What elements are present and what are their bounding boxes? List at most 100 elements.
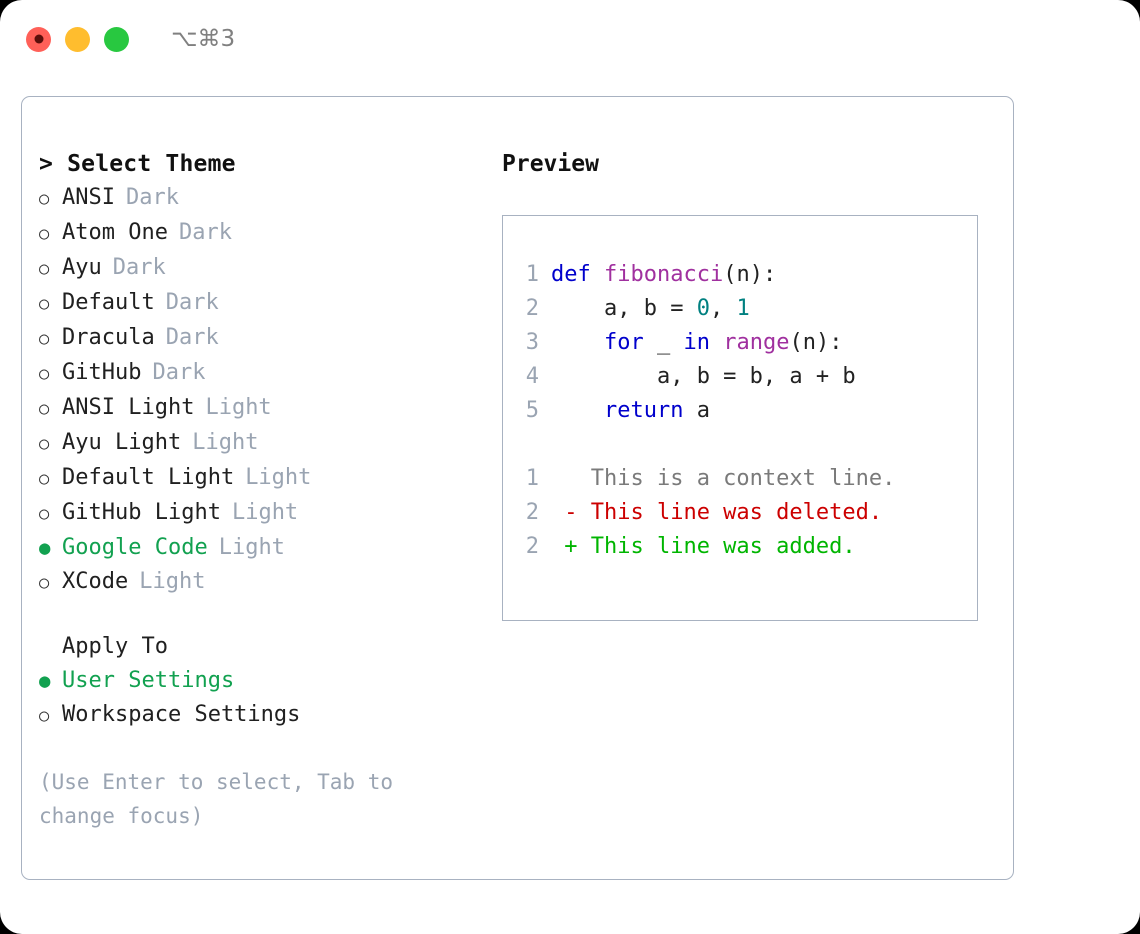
apply-to-option-label: User Settings [62,668,235,693]
token-pl: , [709,296,737,321]
code-line: 1 def fibonacci(n): [503,258,977,292]
radio-unselected-icon[interactable]: ○ [39,224,50,244]
apply-to-option-workspace-settings[interactable]: ○ Workspace Settings [39,698,502,733]
window-controls [26,26,129,52]
section-spacer [39,600,502,630]
theme-option-ansi-light[interactable]: ○ ANSI Light Light [39,391,502,426]
line-number: 1 [525,466,539,491]
radio-unselected-icon[interactable]: ○ [39,364,50,384]
token-pl: _ [643,330,684,355]
theme-option-default[interactable]: ○ Default Dark [39,286,502,321]
diff-text: - This line was deleted. [551,496,882,530]
keyboard-shortcut-label: ⌥⌘3 [171,26,236,52]
theme-option-label: ANSI [62,185,115,210]
theme-option-google-code[interactable]: ● Google Code Light [39,531,502,565]
line-number: 2 [525,296,539,321]
theme-option-variant: Dark [178,220,232,245]
code-line: 5 return a [503,394,977,428]
radio-unselected-icon[interactable]: ○ [39,329,50,349]
radio-unselected-icon[interactable]: ○ [39,469,50,489]
diff-sample: 1 This is a context line.2 - This line w… [503,462,977,564]
token-kw: for [603,330,644,355]
theme-option-variant: Light [218,535,285,560]
theme-option-label: Ayu [62,255,102,280]
theme-option-ansi[interactable]: ○ ANSI Dark [39,181,502,216]
theme-option-atom-one[interactable]: ○ Atom One Dark [39,216,502,251]
apply-to-option-label: Workspace Settings [62,702,301,727]
code-text: def fibonacci(n): [551,258,776,292]
theme-option-variant: Dark [165,325,219,350]
theme-option-xcode[interactable]: ○ XCode Light [39,565,502,600]
theme-option-label: XCode [62,569,129,594]
zoom-button-icon[interactable] [104,26,129,52]
token-pl: (n): [789,330,843,355]
radio-selected-icon[interactable]: ● [39,670,51,692]
token-kw: in [683,330,710,355]
code-text: for _ in range(n): [551,326,842,360]
apply-to-option-list: ● User Settings ○ Workspace Settings [39,664,502,733]
theme-option-variant: Dark [165,290,219,315]
theme-option-dracula[interactable]: ○ Dracula Dark [39,321,502,356]
minimize-button-icon[interactable] [65,26,90,52]
radio-unselected-icon[interactable]: ○ [39,259,50,279]
radio-unselected-icon[interactable]: ○ [39,434,50,454]
code-line: 2 a, b = 0, 1 [503,292,977,326]
theme-option-label: Default Light [62,465,235,490]
theme-option-label: ANSI Light [62,395,195,420]
radio-unselected-icon[interactable]: ○ [39,706,50,726]
diff-line: 2 - This line was deleted. [503,496,977,530]
token-pl: a, b = b, a + b [551,364,856,389]
theme-option-variant: Light [139,569,206,594]
token-pl [551,330,604,355]
theme-option-label: Default [62,290,155,315]
theme-option-github[interactable]: ○ GitHub Dark [39,356,502,391]
theme-option-label: Dracula [62,325,155,350]
theme-option-variant: Light [205,395,272,420]
code-text: return a [551,394,710,428]
theme-option-variant: Light [245,465,312,490]
radio-selected-icon[interactable]: ● [39,537,51,559]
radio-unselected-icon[interactable]: ○ [39,399,50,419]
token-kw: return [603,398,684,423]
line-number: 3 [525,330,539,355]
token-del: - This line was deleted. [551,500,883,525]
line-number: 2 [525,500,539,525]
code-diff-spacer [503,428,977,462]
theme-option-label: Atom One [62,220,168,245]
token-add: + This line was added. [551,534,856,559]
token-pl: a, b = [551,296,697,321]
theme-option-variant: Dark [125,185,179,210]
theme-option-variant: Light [192,430,259,455]
radio-unselected-icon[interactable]: ○ [39,573,50,593]
diff-line: 2 + This line was added. [503,530,977,564]
radio-unselected-icon[interactable]: ○ [39,294,50,314]
diff-line: 1 This is a context line. [503,462,977,496]
radio-unselected-icon[interactable]: ○ [39,504,50,524]
token-pl [551,398,604,423]
line-number: 1 [525,262,539,287]
token-fn: range [723,330,790,355]
keyboard-hint-text: (Use Enter to select, Tab to change focu… [39,770,394,828]
apply-to-option-user-settings[interactable]: ● User Settings [39,664,502,698]
theme-option-default-light[interactable]: ○ Default Light Light [39,461,502,496]
token-pl [710,330,723,355]
code-line: 4 a, b = b, a + b [503,360,977,394]
token-num: 0 [696,296,710,321]
close-button-icon[interactable] [26,26,51,52]
theme-option-label: GitHub [62,360,142,385]
code-text: a, b = b, a + b [551,360,856,394]
theme-option-label: Google Code [62,535,208,560]
theme-option-variant: Light [231,500,299,525]
code-line: 3 for _ in range(n): [503,326,977,360]
title-bar: ⌥⌘3 [0,0,1140,78]
theme-option-variant: Dark [152,360,206,385]
radio-unselected-icon[interactable]: ○ [39,189,50,209]
